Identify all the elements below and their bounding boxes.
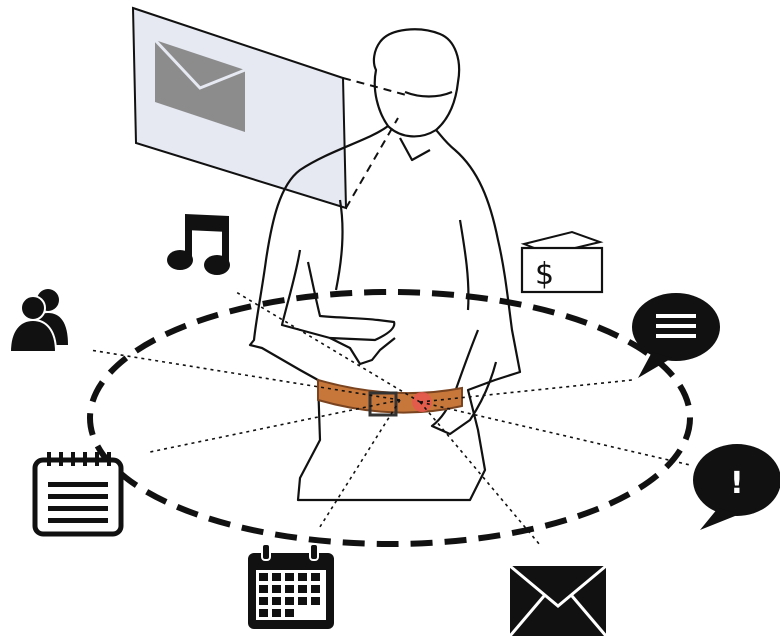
speech-bubble-icon xyxy=(632,293,720,378)
left-hand-outline xyxy=(329,337,396,366)
music-note-icon xyxy=(167,214,230,275)
envelope-icon xyxy=(508,564,608,637)
left-arm-outline xyxy=(280,249,396,342)
connector-mail xyxy=(419,401,541,546)
wallet-dollar-symbol: $ xyxy=(535,257,554,292)
connector-music xyxy=(235,291,421,403)
alert-exclamation: ! xyxy=(730,466,744,501)
display-link-line xyxy=(342,77,411,97)
shirt-fold xyxy=(334,199,344,291)
torso-outline xyxy=(248,125,522,502)
belt xyxy=(317,378,463,417)
connector-contacts xyxy=(89,349,401,401)
collar-outline xyxy=(399,137,431,162)
envelope-icon xyxy=(153,38,246,132)
notepad-icon xyxy=(32,452,124,537)
head-outline xyxy=(372,28,461,138)
belt-buckle xyxy=(368,391,398,417)
display-link-line xyxy=(345,117,399,209)
person-figure xyxy=(248,28,522,502)
right-arm-outline xyxy=(430,329,498,436)
alert-bubble-icon: ! xyxy=(693,444,780,530)
people-icon xyxy=(8,289,68,353)
connector-calendar xyxy=(317,399,401,531)
connector-alert xyxy=(419,401,691,466)
calendar-icon xyxy=(248,543,334,629)
connector-message xyxy=(419,379,633,403)
connector-notes xyxy=(149,399,401,453)
wallet-icon: $ xyxy=(520,230,604,294)
glasses-strap xyxy=(404,90,453,98)
shirt-fold xyxy=(458,219,470,311)
interaction-ring xyxy=(87,289,693,547)
glasses-display-panel xyxy=(131,6,411,210)
connector-lines xyxy=(89,291,691,546)
